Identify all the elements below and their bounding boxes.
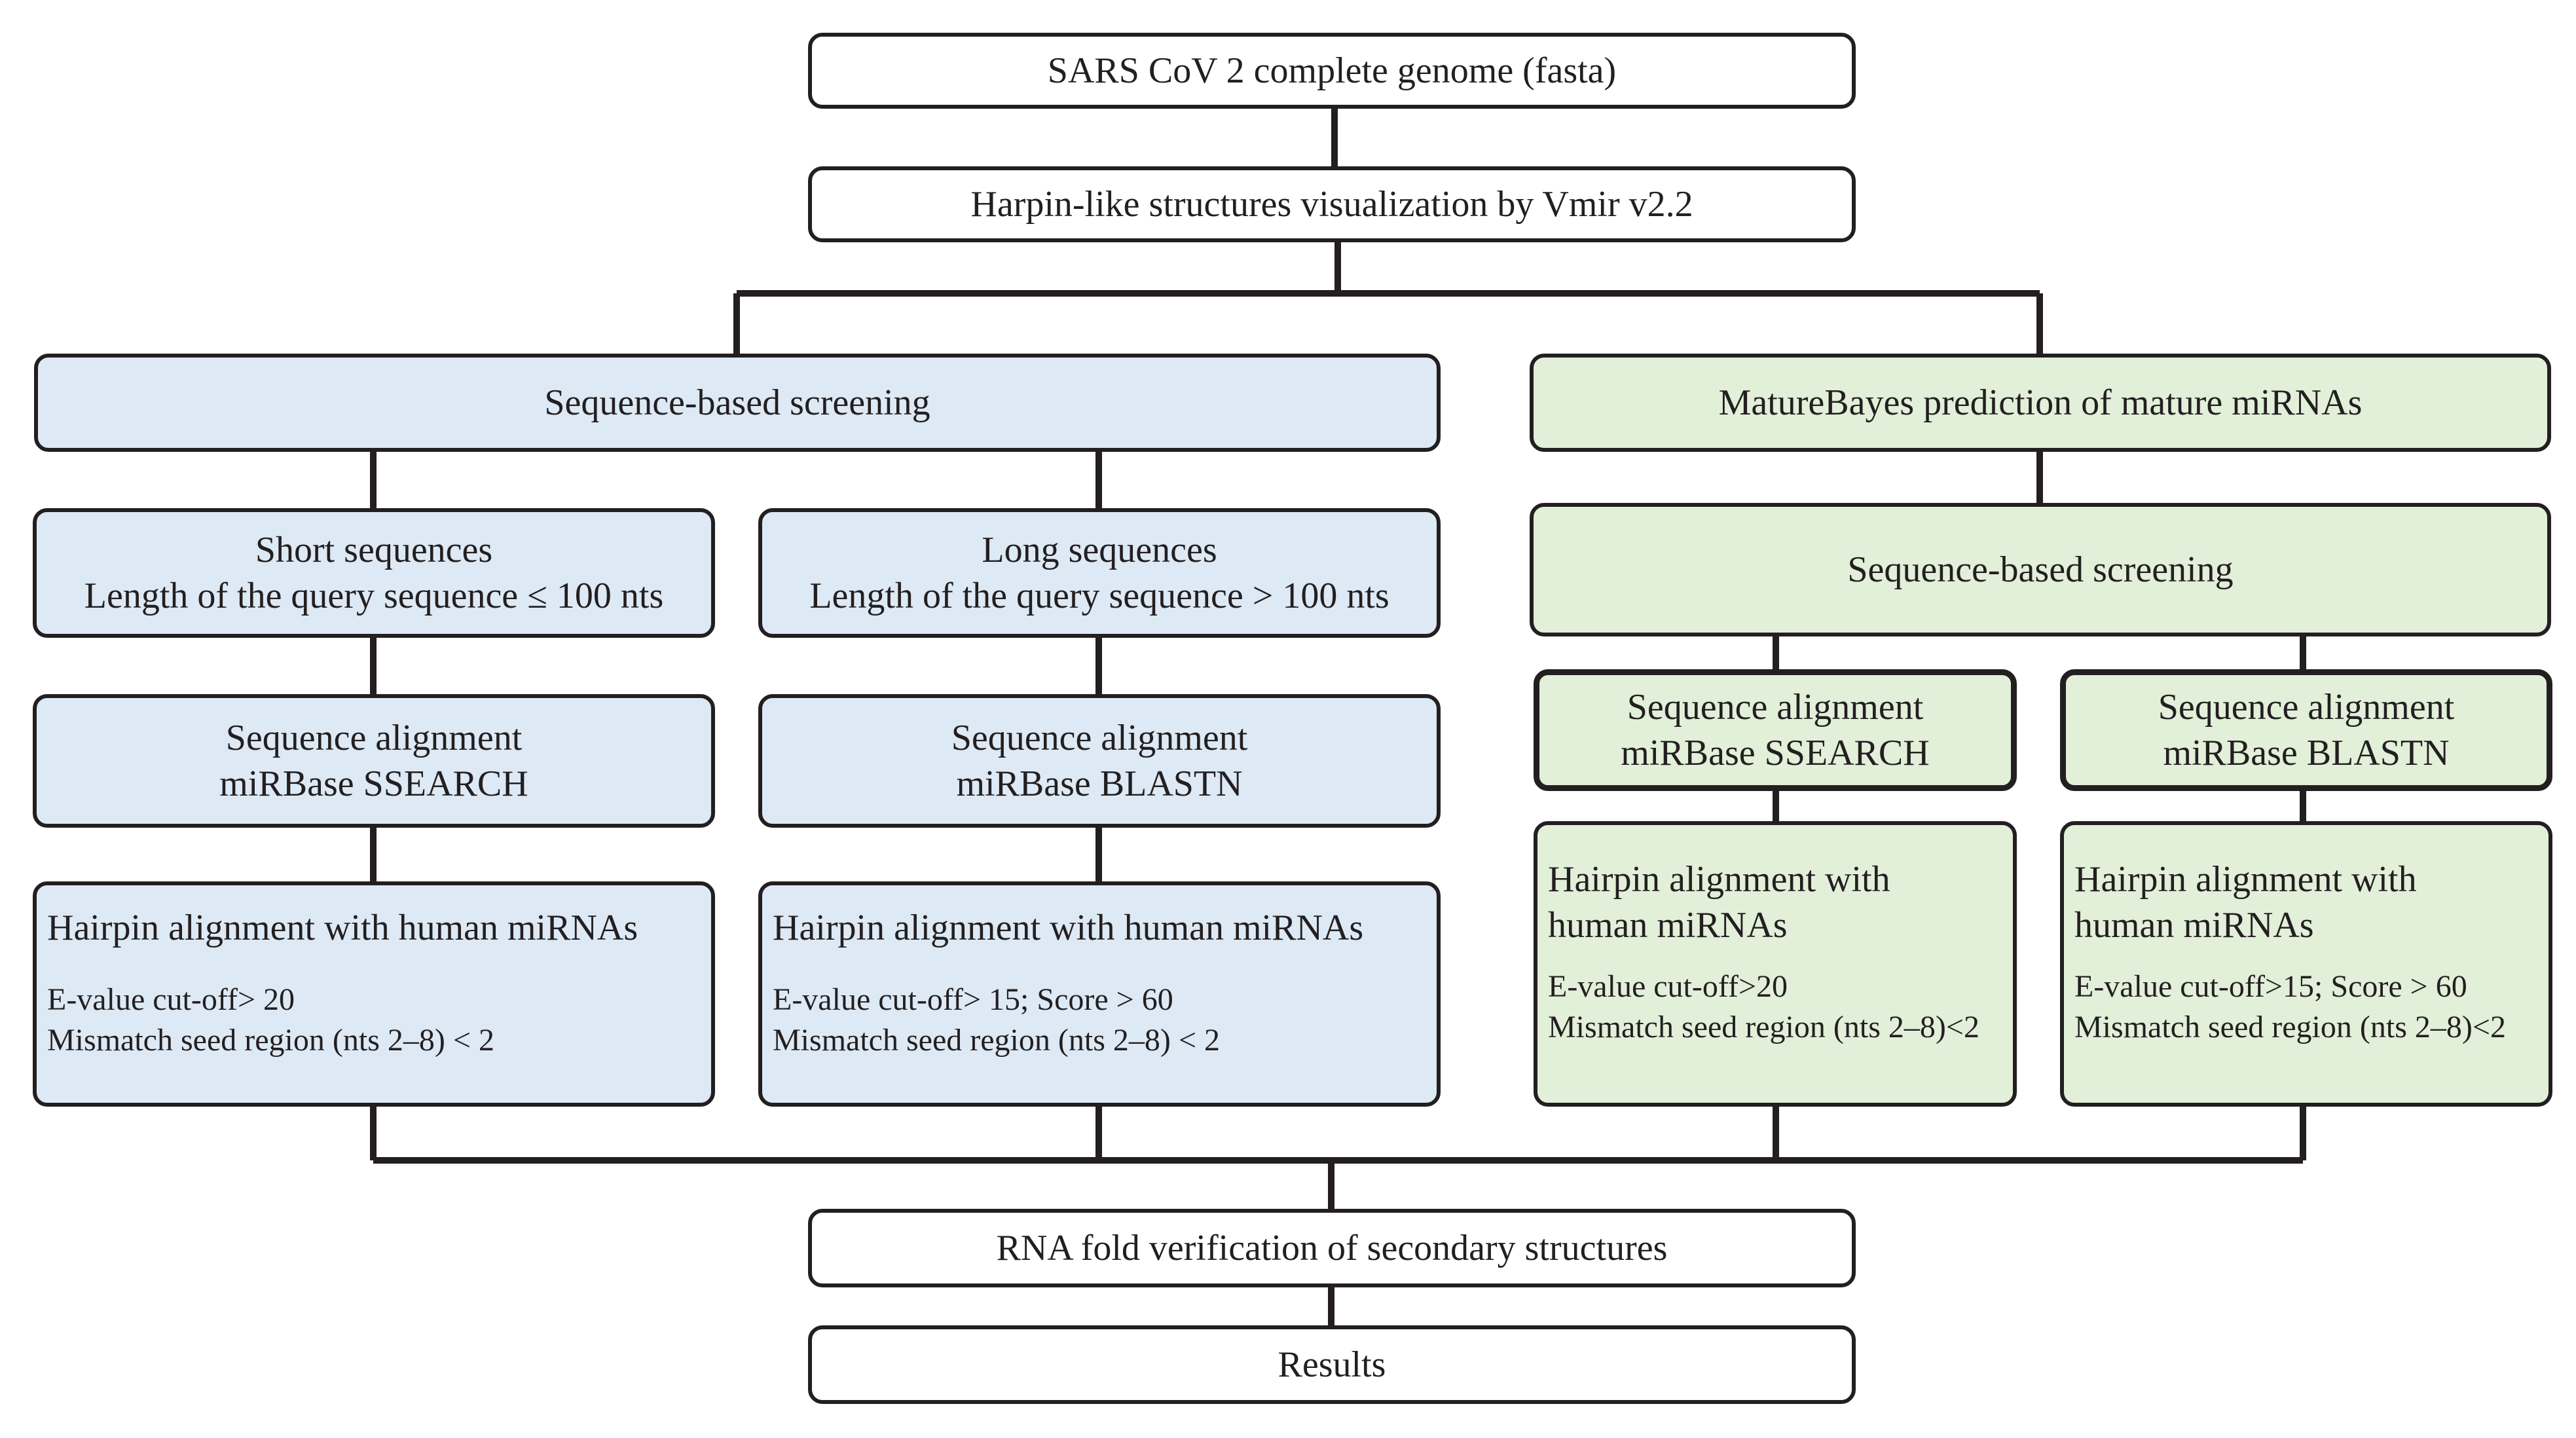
long-sequences-node: Long sequences Length of the query seque… <box>758 508 1441 638</box>
edge-merge-bus <box>370 1104 2306 1164</box>
right-hairpin-ssearch-evalue: E-value cut-off>20 <box>1548 969 1788 1004</box>
right-alignment-blastn-line2: miRBase BLASTN <box>2163 733 2450 773</box>
left-hairpin-ssearch-title: Hairpin alignment with human miRNAs <box>47 908 638 948</box>
right-hairpin-blastn-node: Hairpin alignment with human miRNAs E-va… <box>2060 821 2552 1107</box>
left-hairpin-blastn-mismatch: Mismatch seed region (nts 2–8) < 2 <box>773 1023 1220 1058</box>
right-hairpin-ssearch-title-line2: human miRNAs <box>1548 905 1788 946</box>
left-alignment-blastn-node: Sequence alignment miRBase BLASTN <box>758 694 1441 828</box>
left-hairpin-blastn-title: Hairpin alignment with human miRNAs <box>773 908 1364 948</box>
results-node: Results <box>808 1325 1856 1404</box>
right-alignment-blastn-line1: Sequence alignment <box>2158 687 2455 728</box>
long-sequences-title: Long sequences <box>982 530 1217 570</box>
genome-node: SARS CoV 2 complete genome (fasta) <box>808 33 1856 109</box>
vmir-label: Harpin-like structures visualization by … <box>970 184 1693 225</box>
edge-vmir-split <box>733 241 2043 356</box>
left-alignment-ssearch-node: Sequence alignment miRBase SSEARCH <box>33 694 715 828</box>
right-alignment-ssearch-node: Sequence alignment miRBase SSEARCH <box>1534 669 2017 791</box>
right-screening-node: Sequence-based screening <box>1530 503 2551 636</box>
long-sequences-criterion: Length of the query sequence > 100 nts <box>809 576 1389 616</box>
right-hairpin-ssearch-node: Hairpin alignment with human miRNAs E-va… <box>1534 821 2017 1107</box>
left-hairpin-blastn-evalue: E-value cut-off> 15; Score > 60 <box>773 982 1173 1017</box>
rnafold-node: RNA fold verification of secondary struc… <box>808 1209 1856 1287</box>
left-alignment-blastn-line1: Sequence alignment <box>951 718 1248 758</box>
maturebayes-node: MatureBayes prediction of mature miRNAs <box>1530 354 2551 452</box>
left-alignment-ssearch-line2: miRBase SSEARCH <box>219 764 528 804</box>
left-alignment-blastn-line2: miRBase BLASTN <box>956 764 1243 804</box>
left-hairpin-ssearch-evalue: E-value cut-off> 20 <box>47 982 295 1017</box>
edge-right-screening-split <box>1773 634 2306 671</box>
genome-label: SARS CoV 2 complete genome (fasta) <box>1047 50 1617 91</box>
left-hairpin-ssearch-mismatch: Mismatch seed region (nts 2–8) < 2 <box>47 1023 494 1058</box>
right-alignment-ssearch-line1: Sequence alignment <box>1627 687 1924 728</box>
right-alignment-ssearch-line2: miRBase SSEARCH <box>1621 733 1930 773</box>
edge-left-screening-split <box>370 451 1102 511</box>
rnafold-label: RNA fold verification of secondary struc… <box>996 1228 1668 1268</box>
right-hairpin-ssearch-title-line1: Hairpin alignment with <box>1548 859 1890 900</box>
right-hairpin-blastn-title-line1: Hairpin alignment with <box>2074 859 2417 900</box>
short-sequences-title: Short sequences <box>255 530 493 570</box>
left-hairpin-ssearch-node: Hairpin alignment with human miRNAs E-va… <box>33 881 715 1107</box>
short-sequences-criterion: Length of the query sequence ≤ 100 nts <box>84 576 664 616</box>
left-alignment-ssearch-line1: Sequence alignment <box>225 718 523 758</box>
left-screening-node: Sequence-based screening <box>34 354 1441 452</box>
left-hairpin-blastn-node: Hairpin alignment with human miRNAs E-va… <box>758 881 1441 1107</box>
right-hairpin-blastn-title-line2: human miRNAs <box>2074 905 2314 946</box>
right-alignment-blastn-node: Sequence alignment miRBase BLASTN <box>2060 669 2552 791</box>
maturebayes-label: MatureBayes prediction of mature miRNAs <box>1718 382 2363 423</box>
right-hairpin-ssearch-mismatch: Mismatch seed region (nts 2–8)<2 <box>1548 1010 1979 1044</box>
right-hairpin-blastn-evalue: E-value cut-off>15; Score > 60 <box>2074 969 2467 1004</box>
right-hairpin-blastn-mismatch: Mismatch seed region (nts 2–8)<2 <box>2074 1010 2506 1044</box>
left-screening-label: Sequence-based screening <box>544 382 930 423</box>
results-label: Results <box>1278 1344 1386 1385</box>
short-sequences-node: Short sequences Length of the query sequ… <box>33 508 715 638</box>
vmir-node: Harpin-like structures visualization by … <box>808 166 1856 242</box>
right-screening-label: Sequence-based screening <box>1847 549 2234 590</box>
